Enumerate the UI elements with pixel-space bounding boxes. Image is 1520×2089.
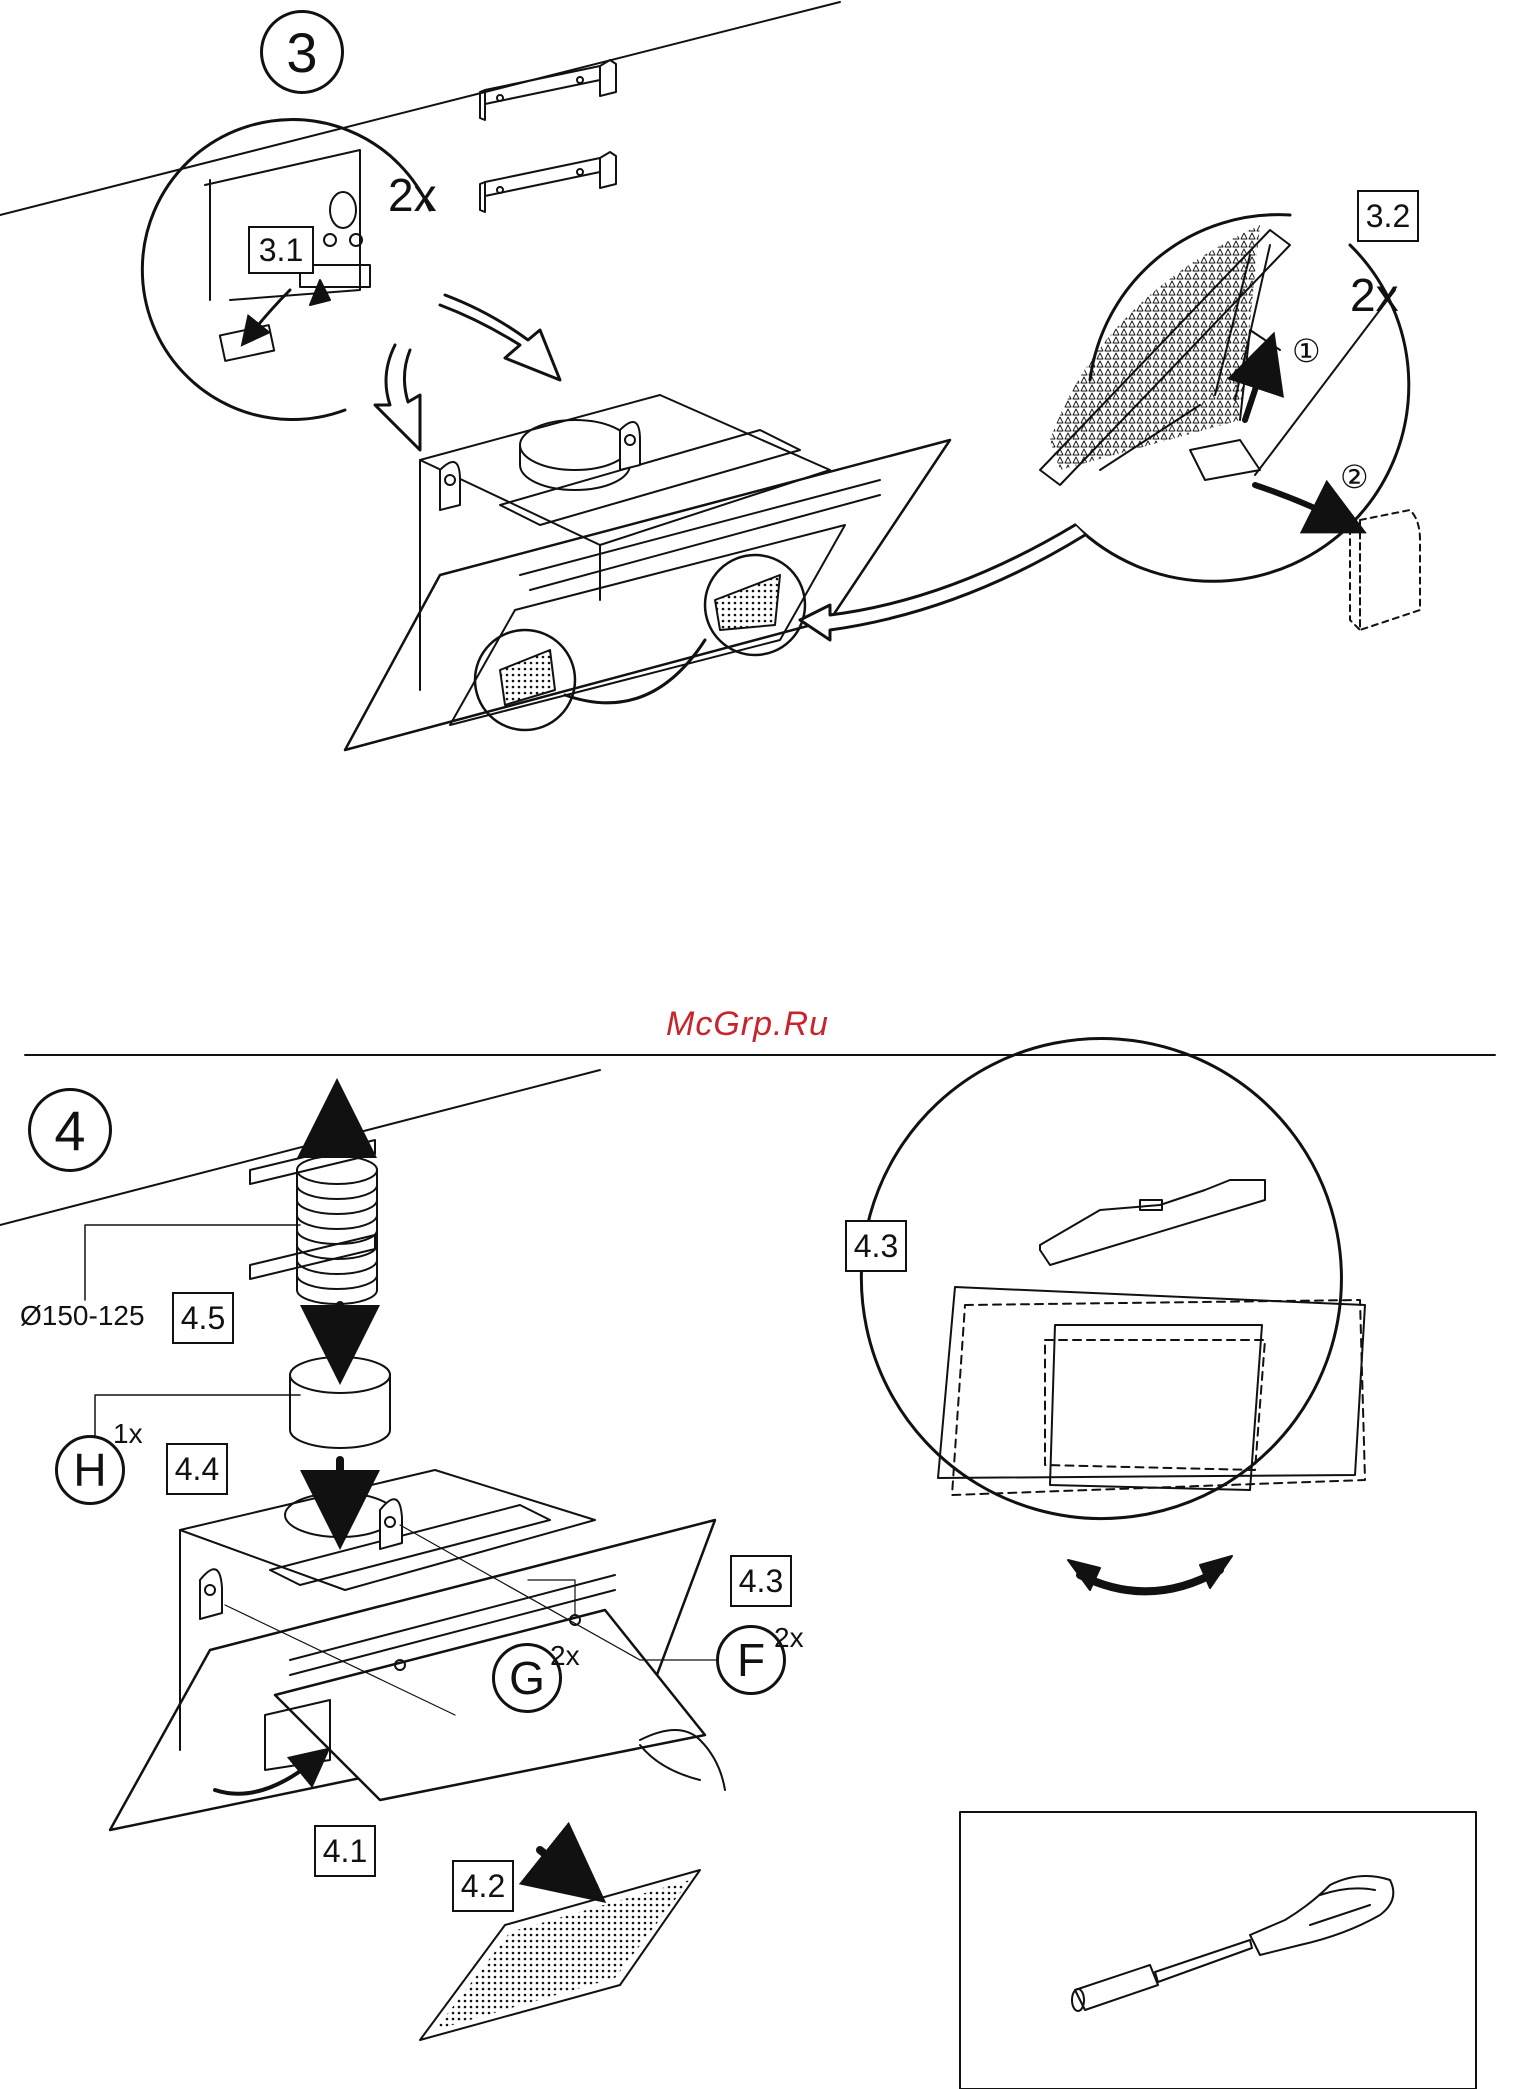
cooker-hood-step3 [345,395,950,750]
step-3-2-text: 3.2 [1366,198,1410,235]
screwdriver-icon [1072,1876,1393,2011]
step-4-3-detail-label: 4.3 [845,1220,907,1272]
duct-diameter-label: Ø150-125 [20,1300,145,1332]
clip-quantity: 2x [1350,268,1399,322]
step-4-1-label: 4.1 [314,1825,376,1877]
part-f-letter: F [737,1633,765,1687]
sub-step-2: ② [1340,458,1369,496]
cooker-hood-step4 [110,1470,725,1830]
step-3-2-label: 3.2 [1357,190,1419,242]
step-3-1-text: 3.1 [259,232,303,269]
step-4-2-text: 4.2 [461,1868,505,1905]
step-4-3-label: 4.3 [730,1555,792,1607]
watermark: McGrp.Ru [666,1005,829,1044]
part-f-quantity: 2x [774,1622,804,1654]
step-4-5-text: 4.5 [181,1300,225,1337]
step-4-4-label: 4.4 [166,1443,228,1495]
step-3-badge: 3 [260,10,344,94]
sub-step-1: ① [1292,332,1321,370]
step-3-1-label: 3.1 [248,226,314,274]
part-h-quantity: 1x [113,1418,143,1450]
bracket-quantity: 2x [388,168,437,222]
part-g-quantity: 2x [550,1640,580,1672]
step-4-3-text: 4.3 [739,1563,783,1600]
telescopic-duct [297,1156,377,1304]
step-4-3-detail-text: 4.3 [854,1228,898,1265]
step-4-4-text: 4.4 [175,1451,219,1488]
part-g-letter: G [509,1651,545,1705]
wall-bracket-top [480,60,616,120]
step-4-badge: 4 [28,1088,112,1172]
part-h-letter: H [73,1443,106,1497]
step3-illustration [0,2,1420,750]
step-4-2-label: 4.2 [452,1860,514,1912]
step-4-5-label: 4.5 [172,1292,234,1344]
step-3-number: 3 [286,20,317,85]
detail-circle-4-3 [861,1038,1365,1591]
wall-bracket-bottom [480,152,616,212]
tools-box [960,1812,1476,2089]
step-4-1-text: 4.1 [323,1833,367,1870]
step-4-number: 4 [54,1098,85,1163]
